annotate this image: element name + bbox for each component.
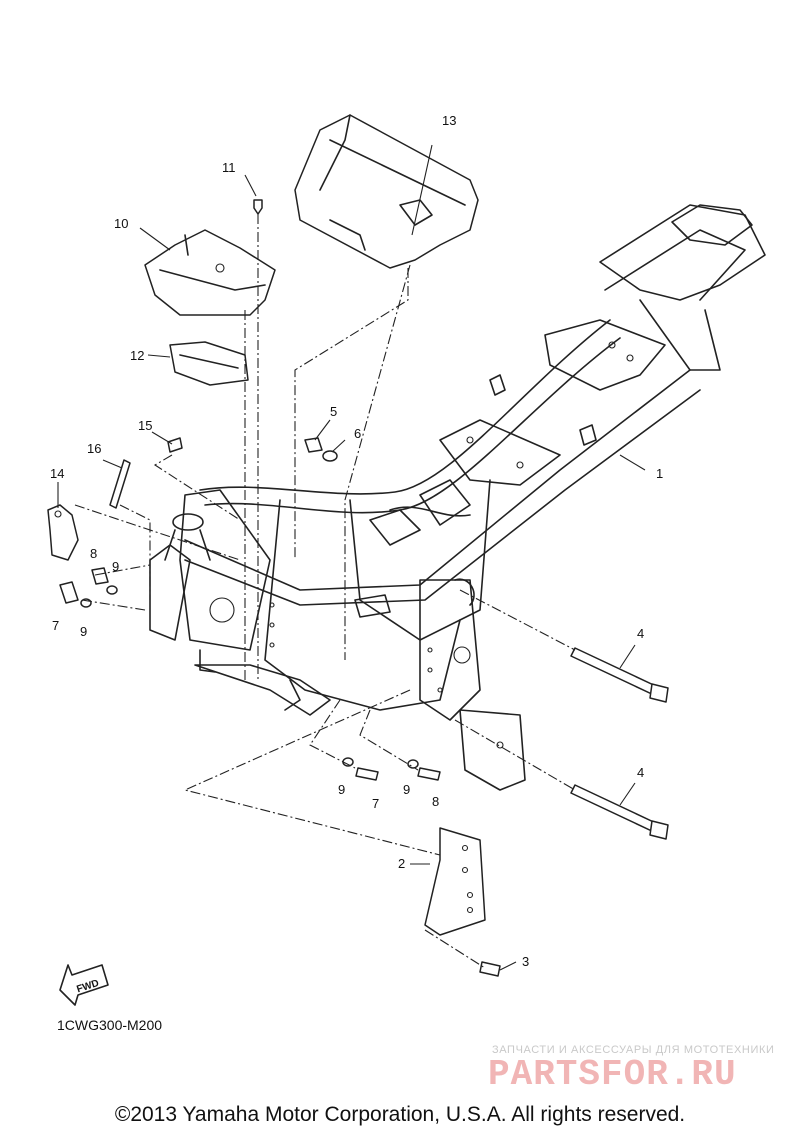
assembly-lines bbox=[74, 214, 576, 969]
clip-part-11 bbox=[253, 199, 263, 215]
callout-6: 6 bbox=[354, 426, 361, 441]
engine-mount-plate-part-2 bbox=[424, 827, 486, 936]
watermark-tagline: ЗАПЧАСТИ И АКСЕССУАРЫ ДЛЯ МОТОТЕХНИКИ bbox=[492, 1044, 775, 1056]
long-bolts-part-4 bbox=[570, 647, 669, 840]
watermark-brand: PARTSFOR.RU bbox=[488, 1054, 737, 1095]
nut-washer-parts-5-6 bbox=[304, 437, 338, 462]
callout-7-front: 7 bbox=[52, 618, 59, 633]
strip-part-16 bbox=[109, 459, 131, 509]
callout-4-upper: 4 bbox=[637, 626, 644, 641]
callout-9-lower-right: 9 bbox=[403, 782, 410, 797]
callout-8-lower: 8 bbox=[432, 794, 439, 809]
diagram-code: 1CWG300-M200 bbox=[57, 1017, 163, 1033]
bracket-part-12 bbox=[169, 341, 249, 386]
callout-9-front-left: 9 bbox=[80, 624, 87, 639]
callout-14: 14 bbox=[50, 466, 64, 481]
callout-numbers: 1 2 3 4 4 5 6 7 7 8 8 9 9 9 9 10 11 12 1… bbox=[50, 113, 663, 969]
fwd-arrow-icon: FWD bbox=[59, 964, 109, 1006]
battery-box-part-10 bbox=[144, 229, 276, 316]
callout-2: 2 bbox=[398, 856, 405, 871]
lower-bolts bbox=[342, 757, 441, 781]
callout-1: 1 bbox=[656, 466, 663, 481]
frame-assembly bbox=[149, 204, 766, 791]
callout-11: 11 bbox=[222, 160, 236, 175]
bracket-part-14 bbox=[47, 504, 79, 561]
callout-4-lower: 4 bbox=[637, 765, 644, 780]
fwd-label: FWD bbox=[75, 978, 100, 996]
callout-9-lower-left: 9 bbox=[338, 782, 345, 797]
callout-16: 16 bbox=[87, 441, 101, 456]
bolt-part-3 bbox=[479, 961, 501, 977]
callout-5: 5 bbox=[330, 404, 337, 419]
seat-cowl-part-13 bbox=[294, 114, 479, 269]
callout-10: 10 bbox=[114, 216, 128, 231]
bolt-part-15 bbox=[167, 437, 183, 453]
leader-lines bbox=[57, 144, 646, 971]
callout-3: 3 bbox=[522, 954, 529, 969]
callout-15: 15 bbox=[138, 418, 152, 433]
copyright-notice: ©2013 Yamaha Motor Corporation, U.S.A. A… bbox=[114, 1103, 686, 1126]
front-bolts bbox=[59, 567, 118, 608]
callout-9-front-right: 9 bbox=[112, 559, 119, 574]
callout-7-lower: 7 bbox=[372, 796, 379, 811]
callout-8-front: 8 bbox=[90, 546, 97, 561]
callout-12: 12 bbox=[130, 348, 144, 363]
callout-13: 13 bbox=[442, 113, 456, 128]
